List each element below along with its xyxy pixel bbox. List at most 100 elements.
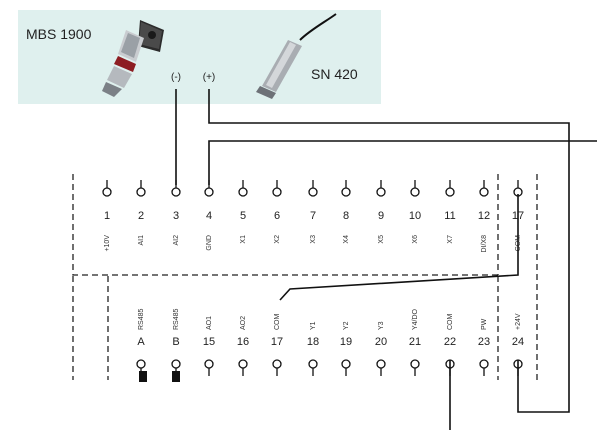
bottom-terminal: COM 22 xyxy=(444,314,456,376)
terminal-screw xyxy=(341,359,351,369)
rs485-a-shield xyxy=(139,371,147,382)
terminal-number: 15 xyxy=(203,336,215,348)
rs485-b-shield xyxy=(172,371,180,382)
terminal-number: 21 xyxy=(409,336,421,348)
terminal-number: 11 xyxy=(444,210,455,222)
bottom-terminal: Y2 19 xyxy=(340,321,352,376)
terminal-signal: PW xyxy=(481,318,488,330)
terminal-signal: X3 xyxy=(310,235,317,244)
bottom-terminal: AO2 16 xyxy=(237,316,249,376)
terminal-number: 24 xyxy=(512,336,524,348)
terminal-number: 4 xyxy=(206,210,212,222)
sensor-panel xyxy=(18,10,381,104)
terminal-number: 8 xyxy=(343,210,349,222)
plus-terminal-label: (+) xyxy=(203,72,216,83)
wire-sn420-plus xyxy=(208,89,570,413)
terminal-screw xyxy=(376,187,386,197)
terminal-screw xyxy=(445,187,455,197)
terminal-signal: +24V xyxy=(515,313,522,330)
terminal-signal: Y4/DO xyxy=(412,308,419,330)
mbs-1900-label: MBS 1900 xyxy=(26,26,92,42)
top-terminal: 6X2 xyxy=(272,180,282,244)
terminal-screw xyxy=(238,359,248,369)
terminal-signal: COM xyxy=(447,314,454,331)
wire-com-link xyxy=(279,194,519,301)
terminal-number: 20 xyxy=(375,336,387,348)
top-terminal: 1 +10V xyxy=(102,180,112,252)
terminal-signal: X1 xyxy=(240,235,247,244)
sn-420-label: SN 420 xyxy=(311,66,358,82)
terminal-screw xyxy=(272,187,282,197)
terminal-screw xyxy=(308,187,318,197)
wiring xyxy=(175,89,597,430)
terminal-signal: AI1 xyxy=(138,235,145,246)
bottom-terminal: Y3 20 xyxy=(375,321,387,376)
terminal-screw xyxy=(204,359,214,369)
minus-terminal-label: (-) xyxy=(171,72,181,83)
bottom-terminal: PW 23 xyxy=(478,318,490,376)
bottom-terminal-row: RS485ARS485BAO115AO216COM17Y118Y219Y320Y… xyxy=(136,308,524,376)
top-terminal: 8X4 xyxy=(341,180,351,244)
terminal-screw xyxy=(272,359,282,369)
terminal-number: 7 xyxy=(310,210,316,222)
terminal-number: 5 xyxy=(240,210,246,222)
terminal-number: 23 xyxy=(478,336,490,348)
terminal-signal: X2 xyxy=(274,235,281,244)
terminal-number: B xyxy=(172,336,179,348)
terminal-number: 18 xyxy=(307,336,319,348)
terminal-number: 9 xyxy=(378,210,384,222)
terminal-block-outline xyxy=(72,174,538,380)
terminal-screw xyxy=(341,187,351,197)
terminal-signal: GND xyxy=(206,235,213,251)
bottom-terminal: Y4/DO 21 xyxy=(409,308,421,376)
terminal-number: 19 xyxy=(340,336,352,348)
terminal-signal: X7 xyxy=(447,235,454,244)
terminal-screw xyxy=(171,187,181,197)
terminal-screw xyxy=(410,359,420,369)
terminal-signal: AI2 xyxy=(173,235,180,246)
top-terminal: 7X3 xyxy=(308,180,318,244)
terminal-screw xyxy=(204,187,214,197)
terminal-signal: X4 xyxy=(343,235,350,244)
terminal-screw xyxy=(479,359,489,369)
top-terminal: 5X1 xyxy=(238,180,248,244)
terminal-number: 10 xyxy=(409,210,421,222)
terminal-screw xyxy=(238,187,248,197)
terminal-signal: Y3 xyxy=(378,321,385,330)
terminal-signal: RS485 xyxy=(173,308,180,330)
terminal-number: 2 xyxy=(138,210,144,222)
terminal-screw xyxy=(479,187,489,197)
terminal-screw xyxy=(136,359,146,369)
terminal-signal: X5 xyxy=(378,235,385,244)
terminal-screw xyxy=(102,187,112,197)
terminal-signal: +10V xyxy=(104,235,111,252)
terminal-number: 3 xyxy=(173,210,179,222)
terminal-screw xyxy=(136,187,146,197)
mbs-1900-transmitter-icon xyxy=(102,20,164,97)
terminal-signal: RS485 xyxy=(138,308,145,330)
terminal-signal: X6 xyxy=(412,235,419,244)
terminal-number: 12 xyxy=(478,210,490,222)
terminal-number: 1 xyxy=(104,210,110,222)
terminal-signal: Y2 xyxy=(343,321,350,330)
terminal-number: 16 xyxy=(237,336,249,348)
terminal-screw xyxy=(376,359,386,369)
terminal-signal: AO2 xyxy=(240,316,247,330)
wire-gnd-out xyxy=(208,140,597,185)
terminal-number: 17 xyxy=(271,336,283,348)
terminal-signal: DI/X8 xyxy=(481,235,488,253)
terminal-number: A xyxy=(137,336,145,348)
terminal-number: 22 xyxy=(444,336,456,348)
